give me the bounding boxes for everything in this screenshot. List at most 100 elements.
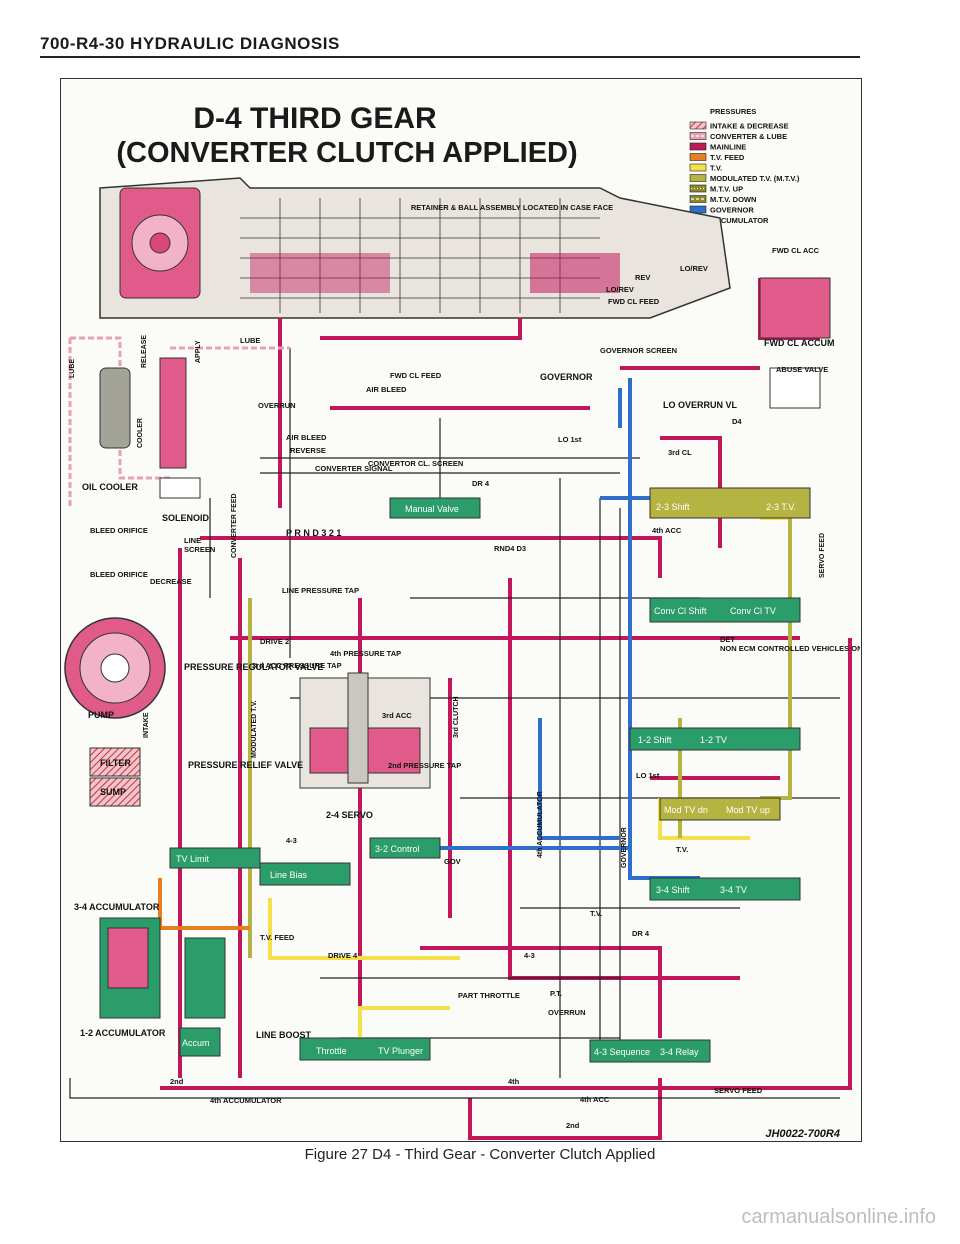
lube-vertical-label: LUBE [69,359,76,378]
lo-overrun-vl-label: LO OVERRUN VL [663,400,738,410]
mod-tv-up-label: Mod TV up [726,805,770,815]
pt-label: P.T. [550,989,562,998]
air-bleed-label: AIR BLEED [366,385,407,394]
servo-feed-label: SERVO FEED [714,1086,763,1095]
legend-item: M.T.V. UP [689,185,743,194]
legend-swatch [689,121,707,130]
cooler-assembly [99,357,201,499]
bleed-orifice-label: BLEED ORIFICE [90,526,148,535]
second-bottom-label: 2nd [566,1121,580,1130]
conv-cl-shift-label: Conv Cl Shift [654,606,707,616]
governor-label: GOVERNOR [540,372,593,382]
second-label: 2nd [170,1077,184,1086]
diagram-title-line1: D-4 THIRD GEAR [193,102,437,135]
pump-label: PUMP [88,710,114,720]
tv-label: T.V. [590,909,602,918]
figure-caption: Figure 27 D4 - Third Gear - Converter Cl… [304,1146,656,1163]
fwd-cl-feed-label: FWD CL FEED [608,297,660,306]
drive-4-label: DRIVE 4 [328,951,358,960]
cooler-label: COOLER [137,418,144,448]
mod-tv-dn-label: Mod TV dn [664,805,708,815]
tv-12-label: 1-2 TV [700,735,727,745]
third-clutch-label: 3rd CLUTCH [453,696,460,738]
filter-label: FILTER [100,758,131,768]
intake-label: INTAKE [143,712,150,738]
rev-label: REV [635,273,650,282]
fwd-cl-feed-label-2: FWD CL FEED [390,371,442,380]
legend-item: T.V. FEED [689,153,745,162]
screen-label: SCREEN [184,545,215,554]
header-rule [40,56,860,58]
tv-limit-label: TV Limit [176,854,210,864]
dr4-label-2: DR 4 [632,929,650,938]
legend-swatch [689,142,707,151]
solenoid-label: SOLENOID [162,513,210,523]
shift-23-label: 2-3 Shift [656,502,690,512]
tv-23-label: 2-3 T.V. [766,502,796,512]
converter-cl-screen-label: CONVERTOR CL. SCREEN [368,459,463,468]
hydraulic-circuit-diagram: D-4 THIRD GEAR (CONVERTER CLUTCH APPLIED… [64,102,860,1140]
d4-label: D4 [732,417,742,426]
legend-item: CONVERTER & LUBE [689,132,787,141]
legend-label: ACCUMULATOR [710,216,769,225]
abuse-valve-label: ABUSE VALVE [776,365,828,374]
legend-label: MODULATED T.V. (M.T.V.) [710,174,800,183]
oil-cooler-label: OIL COOLER [82,482,138,492]
dr4-label: DR 4 [472,479,490,488]
pressure-relief-label: PRESSURE RELIEF VALVE [188,760,303,770]
release-label: RELEASE [141,335,148,368]
transmission-case [99,177,731,319]
line-label: LINE [184,536,201,545]
legend-label: MAINLINE [710,143,746,152]
overrun-4-label: OVERRUN [548,1008,586,1017]
vertical-labels: RELEASE APPLY COOLER LUBE CONVERTER FEED… [69,335,826,868]
pressure-regulator-label: PRESSURE REGULATOR VALVE [184,662,323,672]
reference-code: JH0022-700R4 [765,1128,840,1140]
governor-screen-label: GOVERNOR SCREEN [600,346,677,355]
legend-swatch [689,163,707,172]
tv-34-label: 3-4 TV [720,885,747,895]
fourth-accumulator-vertical-label: 4th ACCUMULATOR [537,791,544,858]
valve-chip-labels: Manual Valve 2-3 Shift 2-3 T.V. Conv Cl … [176,502,796,1057]
accumulator-circuits [99,917,226,1019]
manual-valve-label: Manual Valve [405,504,459,514]
decrease-label: DECREASE [150,577,192,586]
acc-12-label: 1-2 ACCUMULATOR [80,1028,166,1038]
fourth-acc-label: 4th ACC [652,526,682,535]
apply-label: APPLY [195,340,202,363]
tv-label-2: T.V. [676,845,688,854]
tv-plunger-label: TV Plunger [378,1046,423,1056]
legend-label: INTAKE & DECREASE [710,122,789,131]
diagram-title-line2: (CONVERTER CLUTCH APPLIED) [116,137,577,169]
valve-bodies [169,277,831,1063]
accum-label: Accum [182,1038,210,1048]
legend-item: T.V. [689,163,722,173]
line-bias-label: Line Bias [270,870,308,880]
servo-24-label: 2-4 SERVO [326,810,373,820]
gov-label: GOV [444,857,461,866]
four-three-label-2: 4-3 [524,951,535,960]
fourth-label: 4th [508,1077,520,1086]
legend-swatch [689,153,707,161]
tv-feed-circuits [158,878,250,930]
shift-12-label: 1-2 Shift [638,735,672,745]
det-label: DET [720,635,735,644]
selector-label: P R N D 3 2 1 [286,528,341,538]
legend-item: MODULATED T.V. (M.T.V.) [689,174,800,183]
lo-rev-label-2: LO/REV [606,285,634,294]
third-cl-label: 3rd CL [668,448,692,457]
relay-34-label: 3-4 Relay [660,1047,699,1057]
throttle-label: Throttle [316,1046,347,1056]
page-header: 700-R4-30 HYDRAULIC DIAGNOSIS [40,34,340,53]
air-bleed-label-2: AIR BLEED [286,433,327,442]
legend-label: M.T.V. UP [710,185,743,194]
lo-rev-label: LO/REV [680,264,708,273]
pump-assembly [64,617,166,807]
bleed-orifice-label-2: BLEED ORIFICE [90,570,148,579]
legend-label: T.V. [710,164,722,173]
non-ecm-label: NON ECM CONTROLLED VEHICLES ONLY [720,644,860,653]
tv-feed-label: T.V. FEED [260,933,295,942]
sump-label: SUMP [100,787,126,797]
